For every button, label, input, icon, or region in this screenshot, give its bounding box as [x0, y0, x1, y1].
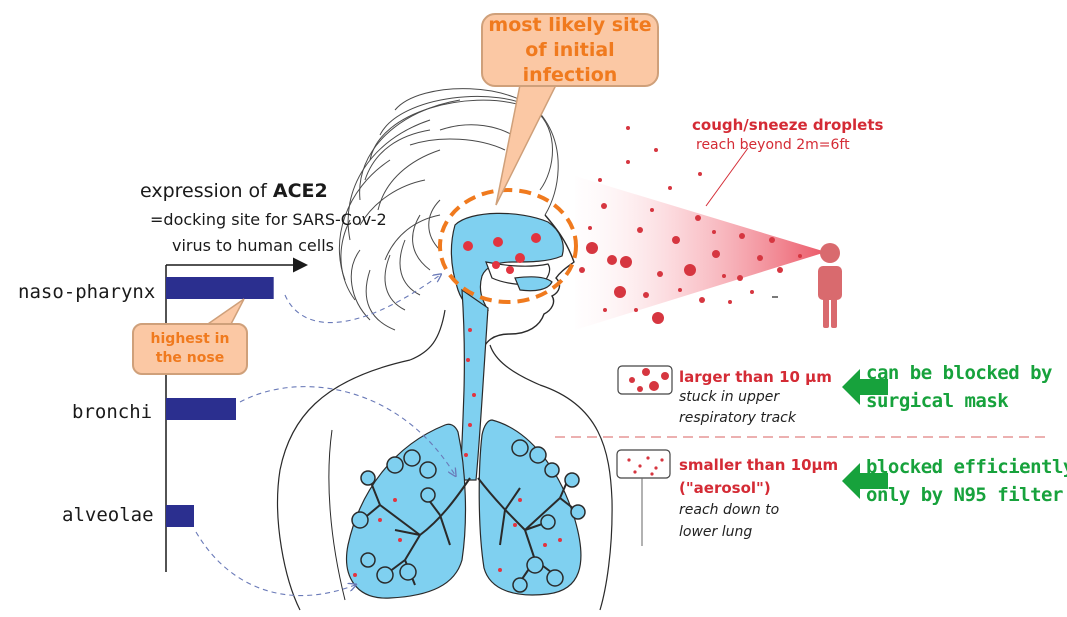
droplet-spray-cone [575, 176, 826, 330]
large-desc-line1: stuck in upper [679, 389, 780, 405]
bar-bronchi [166, 398, 236, 420]
category-label-alveolae: alveolae [62, 504, 154, 526]
aerosol-label: ("aerosol") [679, 479, 771, 497]
droplets-subtitle: reach beyond 2m=6ft [696, 137, 850, 153]
face-profile-icon [479, 214, 575, 359]
small-droplet-sample [627, 456, 664, 476]
infection-callout-line1: most likely site [488, 13, 652, 36]
person-icon [818, 243, 842, 328]
arm-left-outline [328, 429, 346, 601]
ace2-title: expression of ACE2 [140, 180, 328, 202]
small-droplet-sample-box [616, 449, 671, 479]
neck-outline [409, 309, 446, 361]
large-desc-line2: respiratory track [679, 410, 796, 426]
ace2-name: ACE2 [272, 180, 328, 202]
large-size-label: larger than 10 μm [679, 368, 832, 386]
airway-droplets [353, 233, 562, 577]
small-size-label: smaller than 10μm [679, 456, 839, 474]
infection-callout-line2: of initial infection [522, 38, 618, 86]
torso-right-outline [539, 384, 613, 611]
infection-site-ellipse [438, 188, 578, 304]
n95-arrow-icon [842, 463, 888, 499]
small-desc-line1: reach down to [679, 502, 780, 518]
ace2-subtitle-line3: virus to human cells [172, 236, 334, 255]
infection-callout-pointer [495, 84, 558, 206]
nose-callout-line1: highest in [150, 331, 230, 347]
bar-alveolae [166, 505, 194, 527]
bar-chart [166, 277, 274, 527]
bronchial-tree-icon [361, 474, 579, 586]
small-desc-line2: lower lung [679, 524, 753, 540]
mask-arrow-icon [842, 369, 888, 405]
n95-block-line2: only by N95 filter [866, 484, 1063, 506]
mask-block-line1: can be blocked by [866, 362, 1052, 384]
nose-callout-pointer [202, 298, 245, 327]
large-droplet-sample [629, 368, 669, 392]
neck-outline-front [489, 344, 541, 386]
droplets-title: cough/sneeze droplets [692, 116, 884, 134]
droplet-label-leader [705, 147, 749, 207]
ace2-subtitle-line2: =docking site for SARS-Cov-2 [150, 210, 387, 229]
ace2-prefix: expression of [140, 180, 273, 202]
dashed-connectors [195, 275, 455, 597]
infection-site-callout: most likely site of initial infection [481, 13, 659, 87]
alveoli-cluster-icon [351, 439, 586, 593]
spray-droplets [579, 126, 802, 324]
torso-left-outline [276, 359, 411, 611]
bar-naso-pharynx [166, 277, 274, 299]
category-label-naso-pharynx: naso-pharynx [18, 281, 156, 303]
nose-callout-line2: the nose [155, 350, 225, 366]
n95-block-line1: blocked efficiently [866, 456, 1067, 478]
nose-callout: highest in the nose [132, 323, 248, 375]
category-label-bronchi: bronchi [72, 401, 153, 423]
mask-block-line2: surgical mask [866, 390, 1009, 412]
